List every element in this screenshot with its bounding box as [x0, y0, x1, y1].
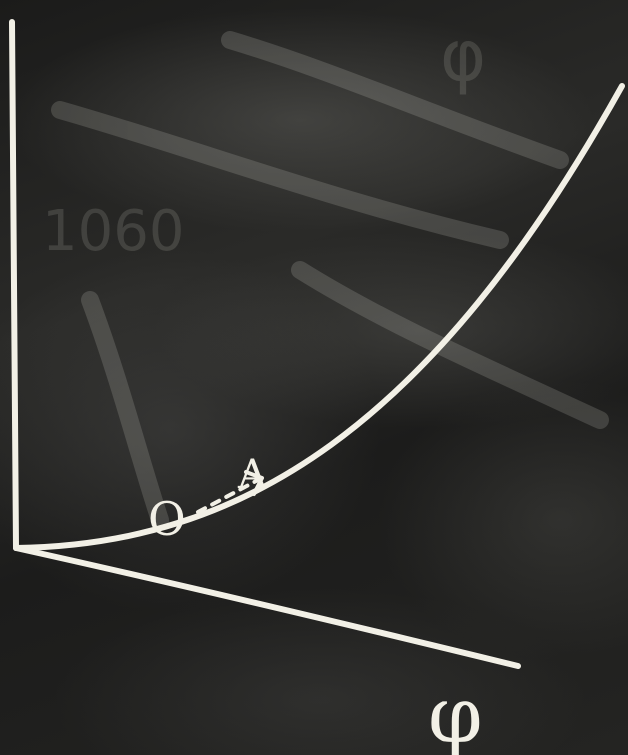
- vertical-axis: [12, 22, 16, 548]
- faint-left-number: 1060: [42, 199, 185, 264]
- smudge-stroke: [300, 270, 600, 420]
- end-marker-label: A: [237, 452, 268, 498]
- smudge-stroke: [230, 40, 560, 160]
- axis-label-phi: φ: [428, 671, 483, 755]
- smudge-stroke: [90, 300, 160, 520]
- start-marker-label: O: [148, 492, 186, 546]
- horizontal-axis: [16, 548, 518, 666]
- faint-top-label: φ: [440, 15, 486, 97]
